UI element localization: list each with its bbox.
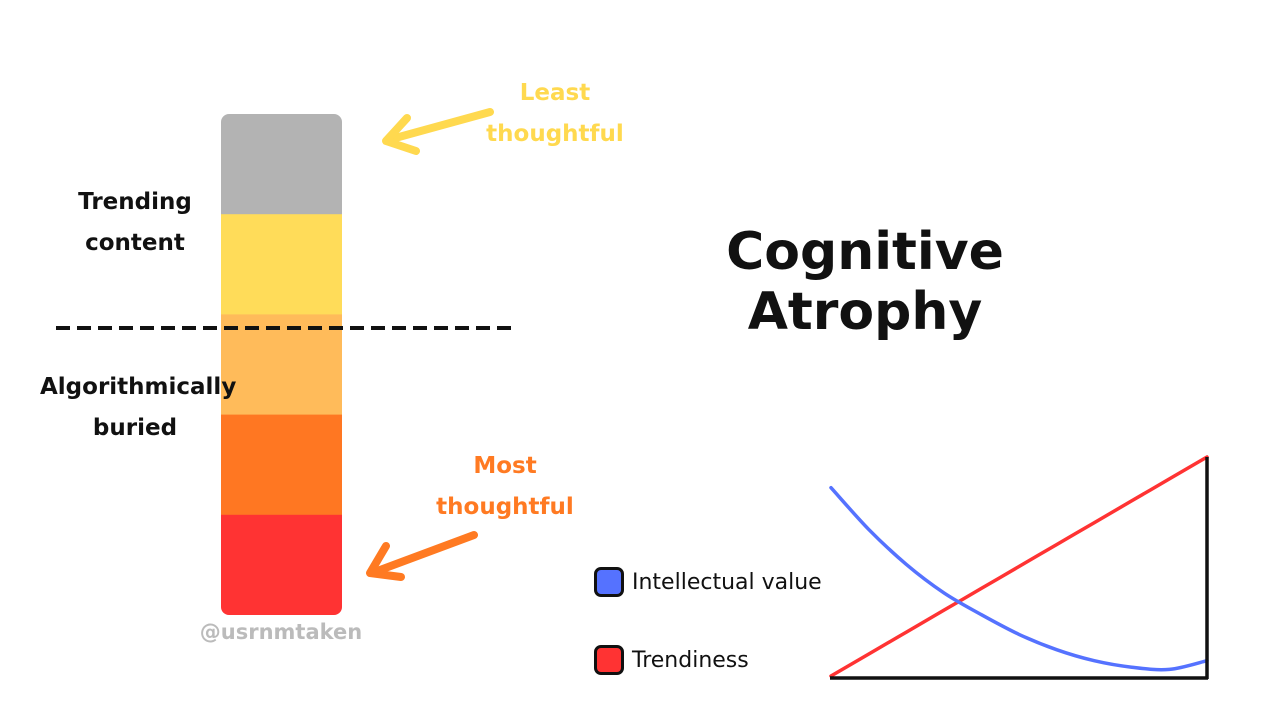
watermark: @usrnmtaken: [199, 620, 363, 644]
least-label-line1: Least: [519, 80, 591, 106]
legend-label-trendiness: Trendiness: [632, 647, 749, 673]
least-label-line2: thoughtful: [486, 121, 624, 147]
stack-segment-5: [221, 514, 342, 615]
trend-chart: [829, 455, 1209, 680]
legend-trendiness: Trendiness: [594, 641, 749, 679]
series-line-intellectual-value: [829, 485, 1209, 672]
buried-label-line2: buried: [92, 415, 178, 441]
algorithmically-buried-label: Algorithmically buried: [40, 367, 237, 449]
legend-intellectual-value: Intellectual value: [594, 563, 822, 601]
least-thoughtful-label: Least thoughtful: [470, 73, 640, 155]
series-line-trendiness: [829, 455, 1209, 678]
stack-segment-4: [221, 414, 342, 516]
trending-content-label: Trending content: [60, 182, 210, 264]
stack-segment-1: [221, 114, 342, 215]
most-label-line2: thoughtful: [436, 494, 574, 520]
legend-label-intellectual-value: Intellectual value: [632, 569, 822, 595]
legend-swatch-red: [594, 645, 624, 675]
trending-label-line1: Trending: [78, 189, 192, 215]
buried-label-line1: Algorithmically: [40, 374, 237, 400]
most-label-line1: Most: [473, 453, 537, 479]
most-thoughtful-label: Most thoughtful: [430, 446, 580, 528]
legend-swatch-blue: [594, 567, 624, 597]
stack-segment-2: [221, 214, 342, 315]
page-title: Cognitive Atrophy: [726, 222, 1004, 342]
thoughtfulness-stack: [221, 114, 342, 615]
trending-label-line2: content: [85, 230, 185, 256]
least-arrow: [382, 108, 494, 155]
stack-segment-3: [221, 314, 342, 416]
most-arrow: [366, 531, 478, 581]
